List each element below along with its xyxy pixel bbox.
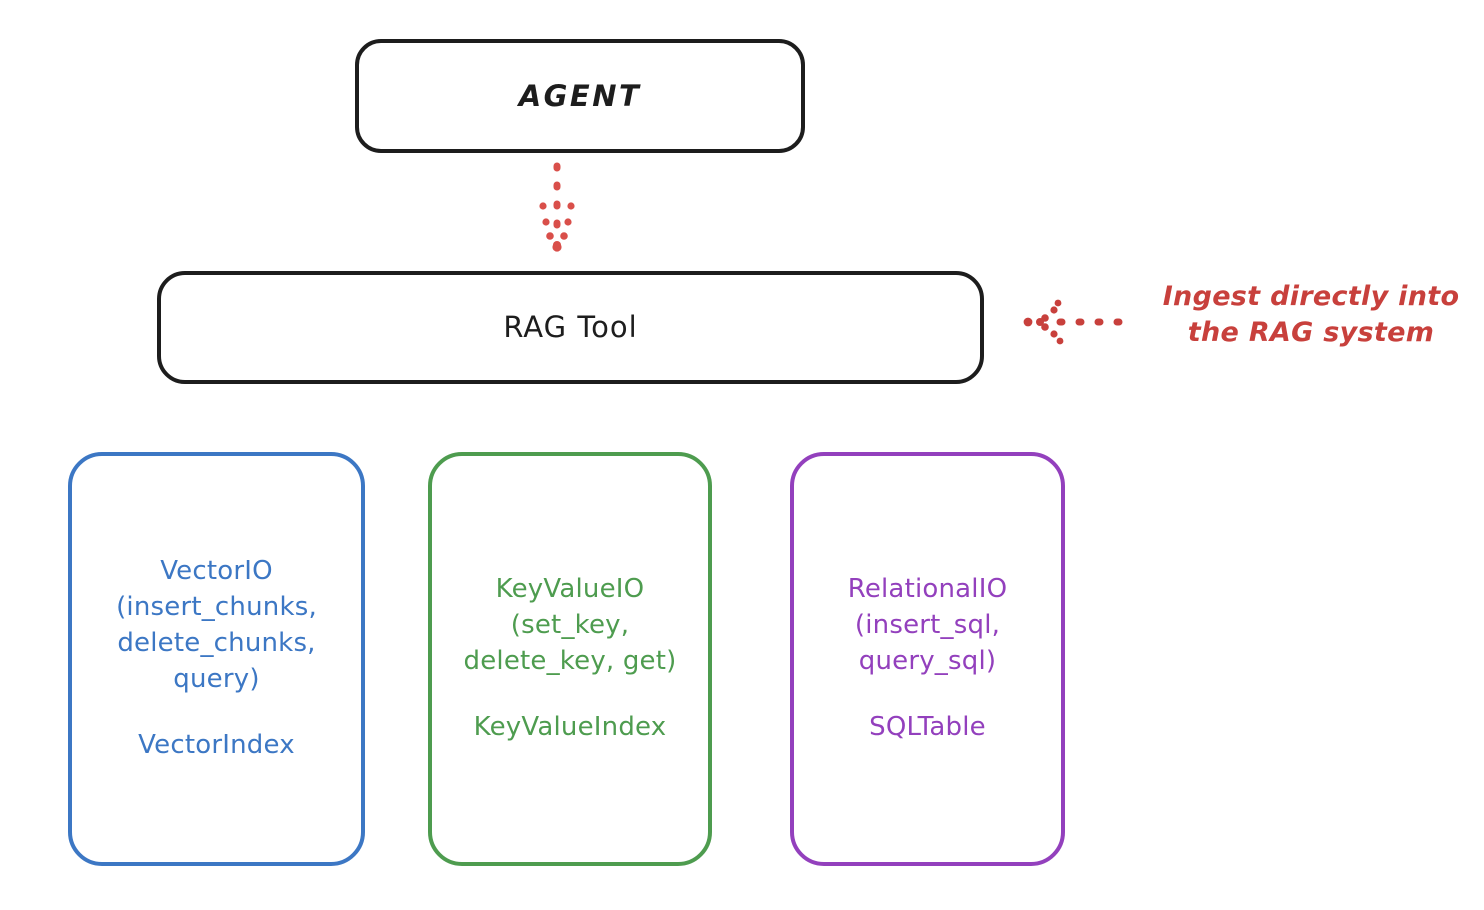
vector-io-index-label: VectorIndex	[138, 729, 295, 760]
connector-agent-to-rag-tool	[539, 162, 575, 252]
node-rag-tool[interactable]: RAG Tool	[157, 271, 984, 384]
node-agent-label: AGENT	[518, 78, 642, 113]
node-relational-io[interactable]: RelationalIO (insert_sql, query_sql) SQL…	[790, 452, 1065, 866]
node-rag-tool-label: RAG Tool	[503, 310, 638, 345]
node-vector-io[interactable]: VectorIO (insert_chunks, delete_chunks, …	[68, 452, 365, 866]
relational-io-api-label: RelationalIO (insert_sql, query_sql)	[847, 574, 1008, 676]
vector-io-api-label: VectorIO (insert_chunks, delete_chunks, …	[116, 556, 317, 694]
node-key-value-io[interactable]: KeyValueIO (set_key, delete_key, get) Ke…	[428, 452, 712, 866]
key-value-io-index-label: KeyValueIndex	[473, 711, 667, 742]
node-agent[interactable]: AGENT	[355, 39, 805, 153]
annotation-ingest-directly: Ingest directly into the RAG system	[1162, 281, 1460, 348]
connector-ingest-to-rag-tool	[1023, 299, 1132, 345]
key-value-io-api-label: KeyValueIO (set_key, delete_key, get)	[463, 574, 677, 676]
relational-io-index-label: SQLTable	[869, 711, 986, 742]
